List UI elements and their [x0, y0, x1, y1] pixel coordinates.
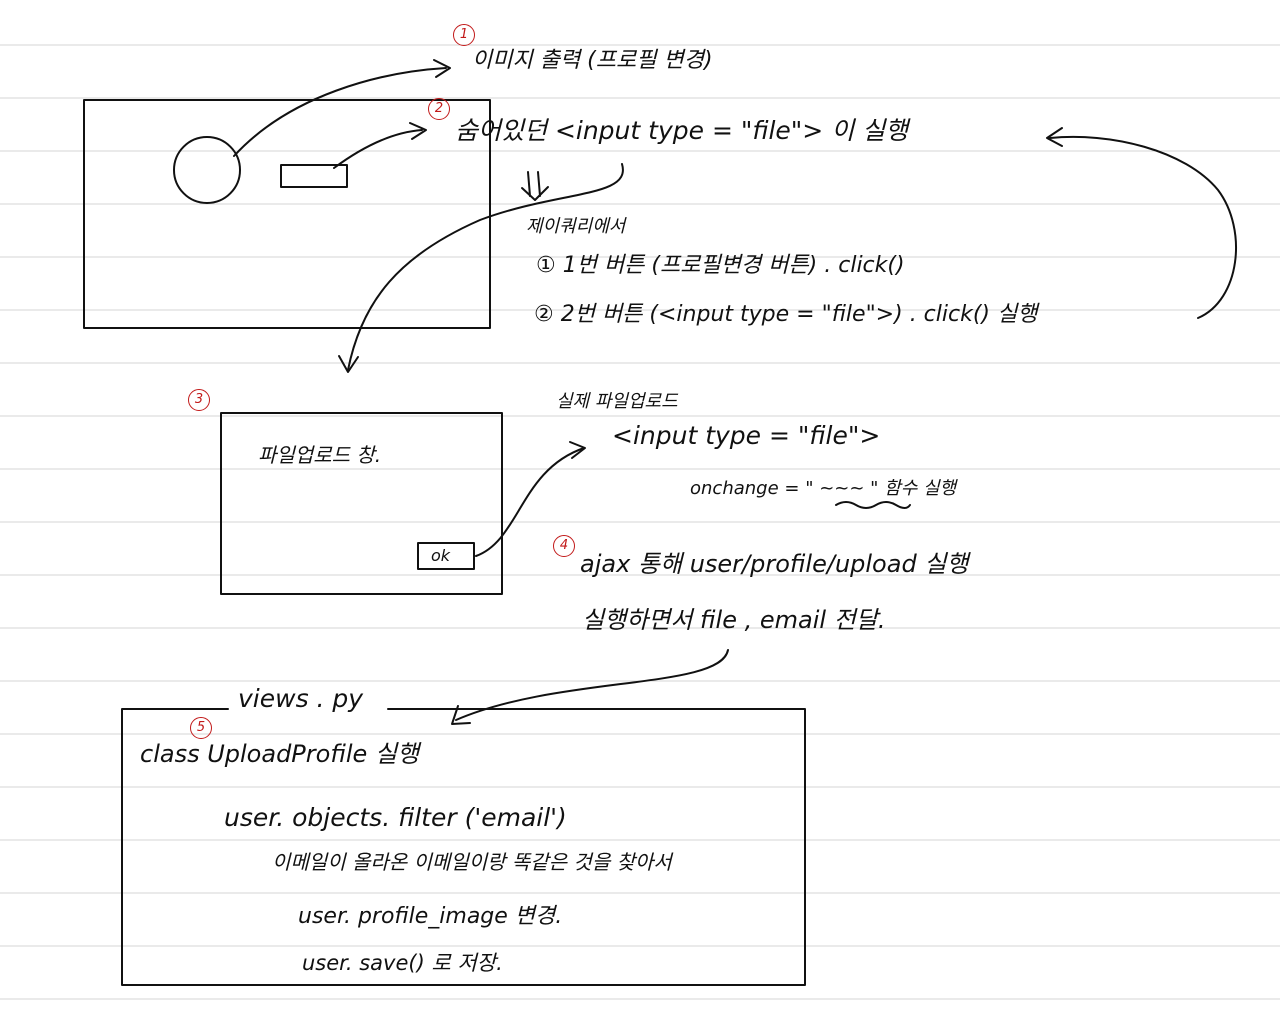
onchange-line: onchange = " ~~~ " 함수 실행: [690, 478, 957, 499]
real-input-tag: <input type = "file">: [612, 421, 881, 450]
file-upload-window-label: 파일업로드 창.: [258, 443, 382, 467]
ajax-line: ajax 통해 user/profile/upload 실행: [580, 550, 969, 578]
send-line: 실행하면서 file , email 전달.: [582, 606, 886, 634]
save-line: user. save() 로 저장.: [302, 951, 503, 975]
image-output-label: 이미지 출력 (프로필 변경): [472, 48, 713, 73]
step-1-marker: 1: [453, 24, 475, 46]
ok-button-label: ok: [431, 546, 451, 565]
real-upload-heading: 실제 파일업로드: [556, 391, 678, 412]
filter-line: user. objects. filter ('email'): [224, 803, 567, 832]
step-3-marker: 3: [188, 389, 210, 411]
jquery-step-1: ① 1번 버튼 (프로필변경 버튼) . click(): [536, 253, 905, 278]
jquery-step-2: ② 2번 버튼 (<input type = "file">) . click(…: [534, 302, 1038, 327]
class-line: class UploadProfile 실행: [140, 740, 420, 768]
step-2-marker: 2: [428, 98, 450, 120]
hidden-input-line: 숨어있던 <input type = "file"> 이 실행: [455, 116, 909, 145]
step-4-marker: 4: [553, 535, 575, 557]
find-line: 이메일이 올라온 이메일이랑 똑같은 것을 찾아서: [272, 850, 672, 874]
views-py-title: views . py: [238, 684, 364, 713]
step-5-marker: 5: [190, 717, 212, 739]
jquery-heading: 제이쿼리에서: [526, 216, 626, 237]
profile-image-line: user. profile_image 변경.: [298, 904, 563, 929]
